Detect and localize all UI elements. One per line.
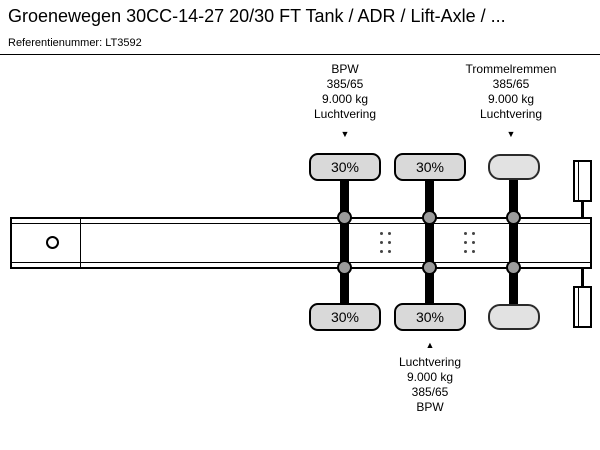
callout-line-suspension: Luchtvering (398, 355, 462, 369)
callout-line-load: 9.000 kg (321, 92, 369, 106)
reference-number: Referentienummer: LT3592 (8, 37, 142, 49)
page-title: Groenewegen 30CC-14-27 20/30 FT Tank / A… (8, 6, 506, 26)
callout-line-brand: BPW (416, 400, 444, 414)
bracket-line (578, 288, 579, 326)
kingpin-circle (46, 236, 59, 249)
chassis-rail-line-bottom (12, 262, 590, 263)
callout-front-axle: BPW 385/65 9.000 kg Luchtvering (285, 62, 405, 122)
tire-load-label: 30% (330, 309, 360, 325)
axle-bar (509, 160, 518, 324)
callout-line-tire-size: 385/65 (411, 385, 449, 399)
tire-axle2-top: 30% (394, 153, 466, 181)
callout-line-suspension: Luchtvering (313, 107, 377, 121)
rear-bracket-bottom (573, 286, 592, 328)
tire-load-label: 30% (415, 309, 445, 325)
axle-bar (340, 160, 349, 324)
tire-axle3-bottom (488, 304, 540, 330)
rear-bracket-top (573, 160, 592, 202)
callout-line-load: 9.000 kg (487, 92, 535, 106)
arrow-up-icon: ▲ (425, 340, 435, 350)
wheel-hub (422, 260, 437, 275)
callout-line-suspension: Luchtvering (479, 107, 543, 121)
tire-axle3-top (488, 154, 540, 180)
bracket-connector (581, 202, 584, 218)
tire-axle2-bottom: 30% (394, 303, 466, 331)
axle-bar (425, 160, 434, 324)
wheel-hub (337, 260, 352, 275)
arrow-down-icon: ▼ (506, 129, 516, 139)
wheel-hub (506, 260, 521, 275)
chassis-beam (10, 217, 592, 269)
arrow-down-icon: ▼ (340, 129, 350, 139)
chassis-rail-line-top (12, 223, 590, 224)
tire-axle1-bottom: 30% (309, 303, 381, 331)
bracket-line (578, 162, 579, 200)
tire-load-label: 30% (330, 159, 360, 175)
tire-axle1-top: 30% (309, 153, 381, 181)
beam-rivet-dots (380, 232, 391, 253)
callout-rear-axle: Trommelremmen 385/65 9.000 kg Luchtverin… (451, 62, 571, 122)
callout-line-brand: BPW (331, 62, 359, 76)
callout-line-tire-size: 385/65 (326, 77, 364, 91)
callout-line-tire-size: 385/65 (492, 77, 530, 91)
wheel-hub (337, 210, 352, 225)
callout-line-brakes: Trommelremmen (465, 62, 557, 76)
bracket-connector (581, 268, 584, 286)
kingpin-plate-divider (80, 219, 81, 267)
tire-load-label: 30% (415, 159, 445, 175)
wheel-hub (506, 210, 521, 225)
wheel-hub (422, 210, 437, 225)
header-divider (0, 54, 600, 55)
beam-rivet-dots (464, 232, 475, 253)
callout-line-load: 9.000 kg (406, 370, 454, 384)
callout-middle-axle: Luchtvering 9.000 kg 385/65 BPW (370, 355, 490, 415)
